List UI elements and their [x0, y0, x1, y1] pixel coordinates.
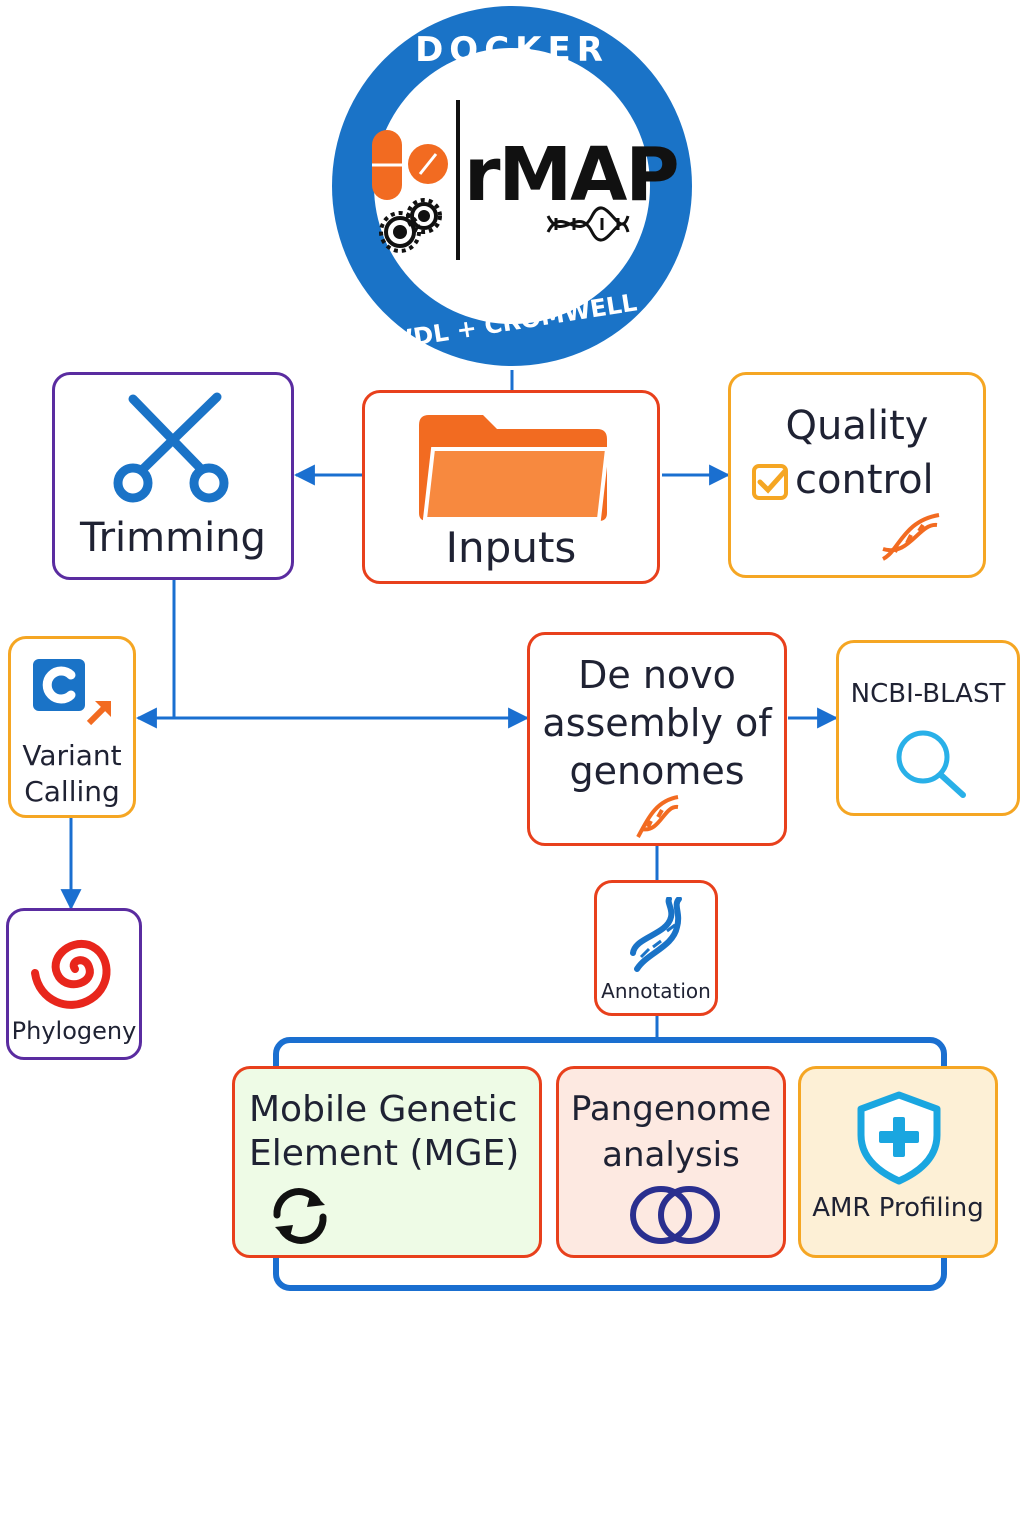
denovo-label-line2: assembly of	[542, 701, 772, 745]
pangenome-label-line1: Pangenome	[570, 1089, 772, 1129]
denovo-label-line1: De novo	[578, 653, 736, 697]
dna-helix-icon	[630, 897, 682, 972]
variant-label-line2: Calling	[24, 775, 120, 808]
gears-icon	[379, 198, 442, 253]
pangenome-label-line2: analysis	[602, 1135, 740, 1175]
node-trimming[interactable]: Trimming	[52, 372, 294, 580]
amr-label: AMR Profiling	[812, 1193, 984, 1223]
mge-label-line1: Mobile Genetic	[249, 1089, 518, 1130]
variant-calling-icon	[33, 659, 112, 726]
logo-top-text: DOCKER	[415, 30, 609, 70]
scissors-icon	[113, 392, 229, 503]
mge-label-line2: Element (MGE)	[249, 1133, 520, 1174]
dna-icon	[636, 795, 679, 838]
qc-label-line1: Quality	[785, 403, 929, 449]
shield-icon	[857, 1091, 941, 1185]
folder-icon	[419, 415, 610, 521]
sync-icon	[273, 1188, 327, 1244]
variant-label-line1: Variant	[22, 739, 122, 772]
rmap-logo: DOCKER rMAP WDL + CROMWELL	[330, 4, 694, 368]
denovo-label-line3: genomes	[569, 749, 745, 793]
node-de-novo-assembly[interactable]: De novo assembly of genomes	[527, 632, 787, 846]
qc-label-line2: control	[795, 457, 934, 503]
node-annotation[interactable]: Annotation	[594, 880, 718, 1016]
node-variant-calling[interactable]: Variant Calling	[8, 636, 136, 818]
magnifier-icon	[896, 730, 966, 798]
rings-icon	[630, 1186, 720, 1244]
pill-icon	[372, 130, 448, 200]
blast-label: NCBI-BLAST	[850, 679, 1006, 709]
inputs-label: Inputs	[445, 523, 577, 572]
node-phylogeny[interactable]: Phylogeny	[6, 908, 142, 1060]
trimming-label: Trimming	[80, 515, 266, 561]
node-ncbi-blast[interactable]: NCBI-BLAST	[836, 640, 1020, 816]
spiral-icon	[31, 939, 111, 1009]
node-quality-control[interactable]: Quality control	[728, 372, 986, 578]
annotation-label: Annotation	[601, 979, 711, 1003]
node-mge[interactable]: Mobile Genetic Element (MGE)	[232, 1066, 542, 1258]
dna-icon	[881, 513, 940, 561]
phylogeny-label: Phylogeny	[11, 1017, 137, 1045]
node-pangenome[interactable]: Pangenome analysis	[556, 1066, 786, 1258]
node-inputs[interactable]: Inputs	[362, 390, 660, 584]
logo-title: rMAP	[464, 132, 680, 218]
dna-small-icon	[546, 206, 630, 242]
checkbox-icon	[752, 464, 788, 500]
node-amr-profiling[interactable]: AMR Profiling	[798, 1066, 998, 1258]
logo-badge	[332, 6, 692, 366]
